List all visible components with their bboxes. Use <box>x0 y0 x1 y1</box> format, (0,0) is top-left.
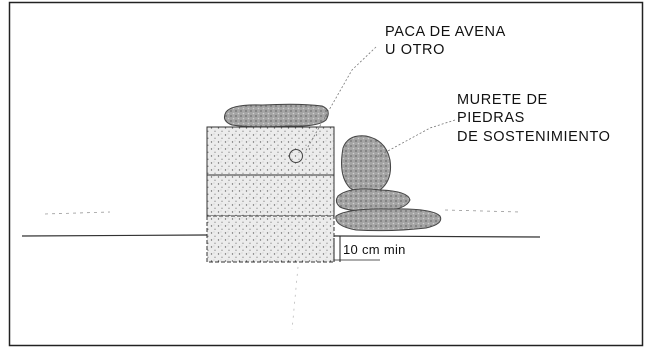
dimension-10cm: 10 cm min <box>333 236 406 262</box>
wall-label-line-1: MURETE DE <box>457 92 548 108</box>
wall-label-line-2: PIEDRAS <box>457 110 525 126</box>
bale-top <box>206 126 335 176</box>
wall-label-line-3: DE SOSTENIMIENTO <box>457 129 611 145</box>
bale-label-line-1: PACA DE AVENA <box>385 24 506 40</box>
bale-marker-circle <box>289 149 303 163</box>
background-mark-left <box>44 211 111 215</box>
bale-label-leader <box>304 46 377 153</box>
dimension-label: 10 cm min <box>343 242 406 257</box>
bale-bottom <box>206 215 335 263</box>
wall-stone-middle <box>335 188 411 212</box>
stone-retaining-wall <box>335 135 442 232</box>
wall-stone-lower <box>335 208 442 232</box>
top-stone <box>224 103 329 128</box>
bale-middle <box>206 174 335 217</box>
background-mark-right <box>444 209 521 213</box>
bale-label-line-2: U OTRO <box>385 42 445 58</box>
wall-label-leader <box>374 119 456 159</box>
wall-stone-upper <box>341 135 391 194</box>
bale-stack <box>206 126 335 263</box>
drawing-frame <box>8 1 644 347</box>
